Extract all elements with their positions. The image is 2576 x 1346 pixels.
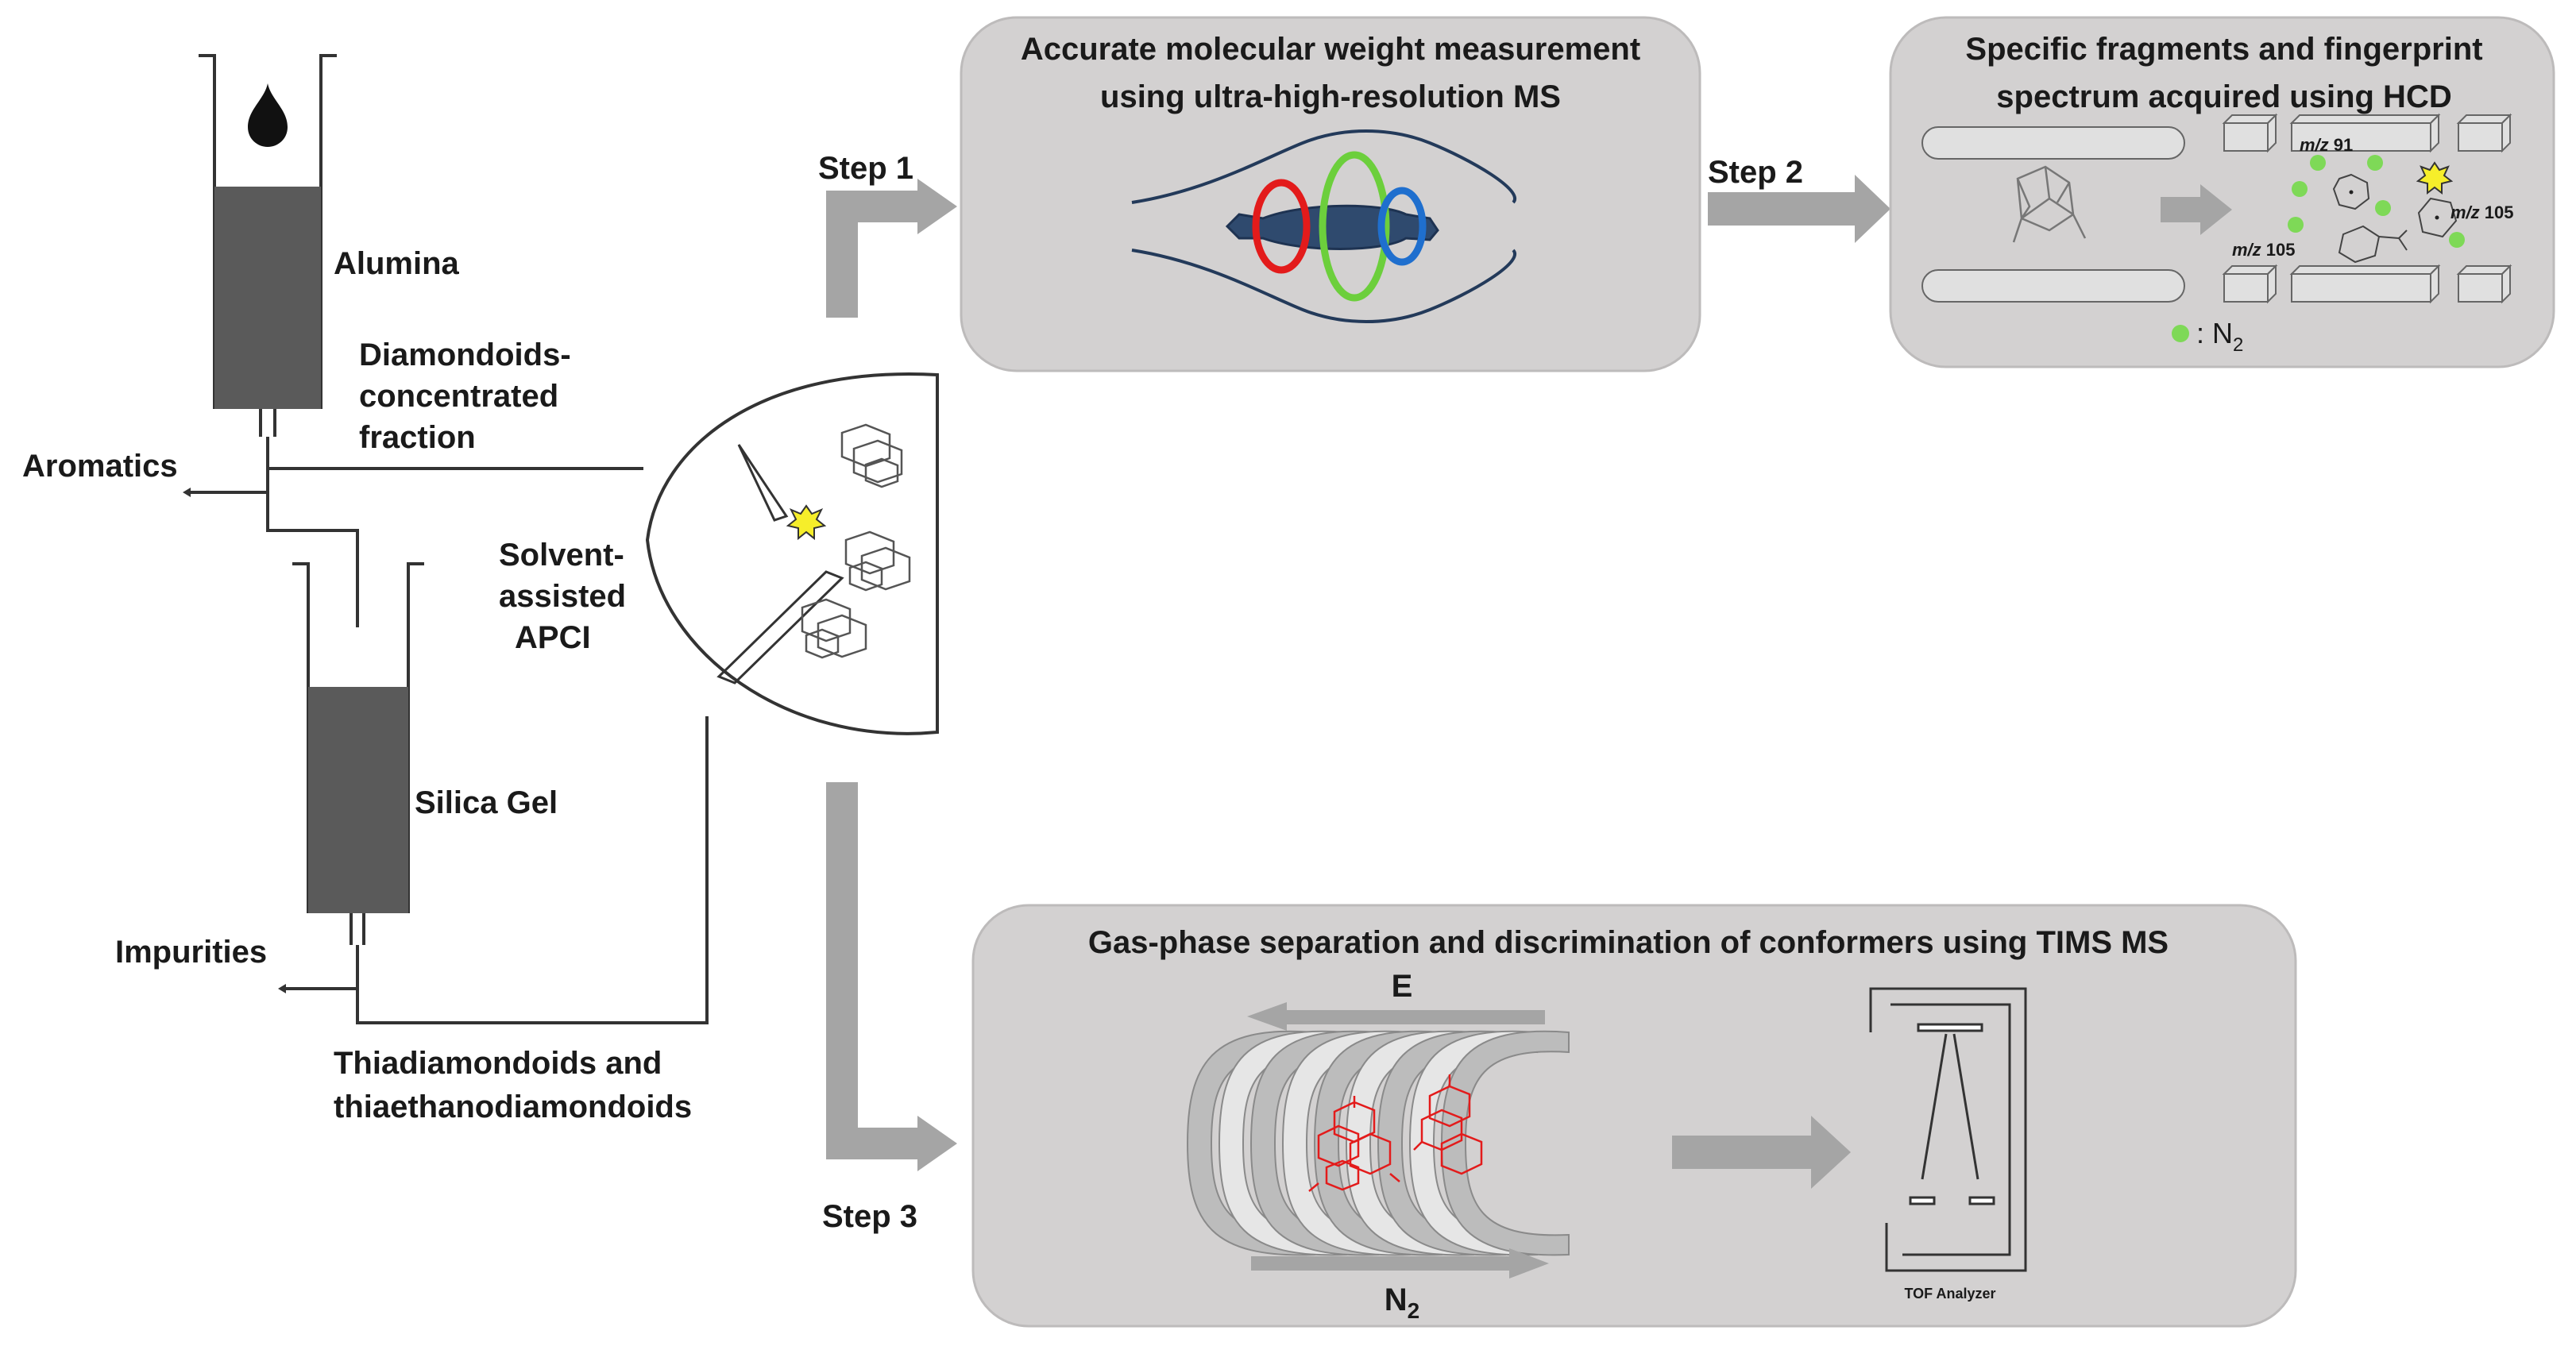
ion-ring-blue-icon — [1377, 187, 1427, 266]
fraction-label-1: Diamondoids- — [359, 337, 571, 372]
hcd-panel-title-1: Specific fragments and fingerprint — [1965, 32, 2482, 67]
flow-lines — [187, 437, 709, 1024]
diamondoid-molecule-icon — [840, 423, 903, 488]
ion-ring-red-icon — [1252, 179, 1311, 274]
fragmentation-arrow — [2161, 184, 2232, 235]
step2-label: Step 2 — [1708, 155, 1803, 190]
alumina-label: Alumina — [334, 246, 460, 281]
alumina-packing — [214, 187, 321, 409]
silica-column — [292, 562, 424, 983]
e-field-arrow — [1247, 1002, 1545, 1031]
transfer-arrow — [1672, 1116, 1851, 1189]
apci-needle — [737, 444, 789, 522]
adamantane-structure-icon — [2012, 165, 2087, 243]
diamondoid-molecule-icon — [801, 598, 867, 659]
alumina-column — [199, 54, 337, 437]
hcd-panel — [1889, 16, 2555, 368]
step3-label: Step 3 — [822, 1199, 917, 1234]
silica-label: Silica Gel — [415, 785, 558, 820]
n2-legend-dot — [2172, 325, 2189, 342]
ms-panel — [960, 16, 1701, 372]
impurities-label: Impurities — [115, 935, 267, 970]
ion-ring-green-icon — [1319, 151, 1390, 302]
hcd-cell-rods — [1921, 113, 2512, 304]
step1-label: Step 1 — [818, 151, 913, 186]
aromatics-label: Aromatics — [22, 449, 178, 484]
tims-electrode-stack — [1186, 1030, 1570, 1256]
step2-arrow — [1708, 175, 1890, 243]
ms-panel-title-1: Accurate molecular weight measurement — [1021, 32, 1640, 67]
impurities-arrowhead — [278, 984, 286, 993]
fraction-label-2: concentrated — [359, 379, 558, 414]
hcd-panel-title-2: spectrum acquired using HCD — [1996, 79, 2451, 114]
step1-arrow — [826, 179, 957, 318]
orbitrap-analyzer-icon — [1131, 129, 1516, 323]
apci-label-2: assisted — [499, 579, 626, 614]
tims-panel-title: Gas-phase separation and discrimination … — [1088, 925, 2169, 960]
solvent-drop-icon — [248, 83, 288, 147]
tims-panel — [971, 904, 2297, 1328]
fragment-ion-icon — [2417, 197, 2458, 238]
tof-analyzer — [1869, 987, 2027, 1272]
thia-label-1: Thiadiamondoids and — [334, 1046, 662, 1081]
ms-panel-title-2: using ultra-high-resolution MS — [1100, 79, 1561, 114]
n2-flow-label: N2 — [1385, 1282, 1419, 1323]
apci-label-1: Solvent- — [499, 538, 624, 573]
n2-flow-arrow — [1251, 1248, 1549, 1279]
collision-spark-icon — [2416, 161, 2454, 195]
apci-label-3: APCI — [515, 620, 591, 655]
apci-source-chamber — [645, 372, 939, 735]
aromatics-arrowhead — [183, 488, 191, 497]
fragment-ions — [2332, 161, 2458, 264]
apci-capillary — [716, 570, 844, 685]
benzyl-ion-icon — [2338, 225, 2381, 264]
n2-gas-molecules — [2172, 155, 2465, 342]
conformer-molecule-icon — [1308, 1096, 1400, 1192]
corona-spark-icon — [786, 504, 827, 541]
mz91-label: m/z 91 — [2300, 135, 2353, 155]
diamondoid-molecule-icon — [844, 530, 911, 592]
tropylium-ion-icon — [2332, 173, 2370, 210]
mz105-label-left: m/z 105 — [2232, 240, 2296, 260]
conformer-molecule-icon — [1413, 1074, 1483, 1175]
n2-legend-label: : N2 — [2196, 317, 2243, 356]
silica-packing — [308, 687, 408, 913]
thia-label-2: thiaethanodiamondoids — [334, 1090, 692, 1124]
step3-arrow — [826, 782, 957, 1171]
tof-analyzer-label: TOF Analyzer — [1904, 1286, 1995, 1302]
fraction-label-3: fraction — [359, 420, 476, 455]
mz105-label-right: m/z 105 — [2450, 202, 2514, 222]
e-field-label: E — [1392, 969, 1413, 1004]
